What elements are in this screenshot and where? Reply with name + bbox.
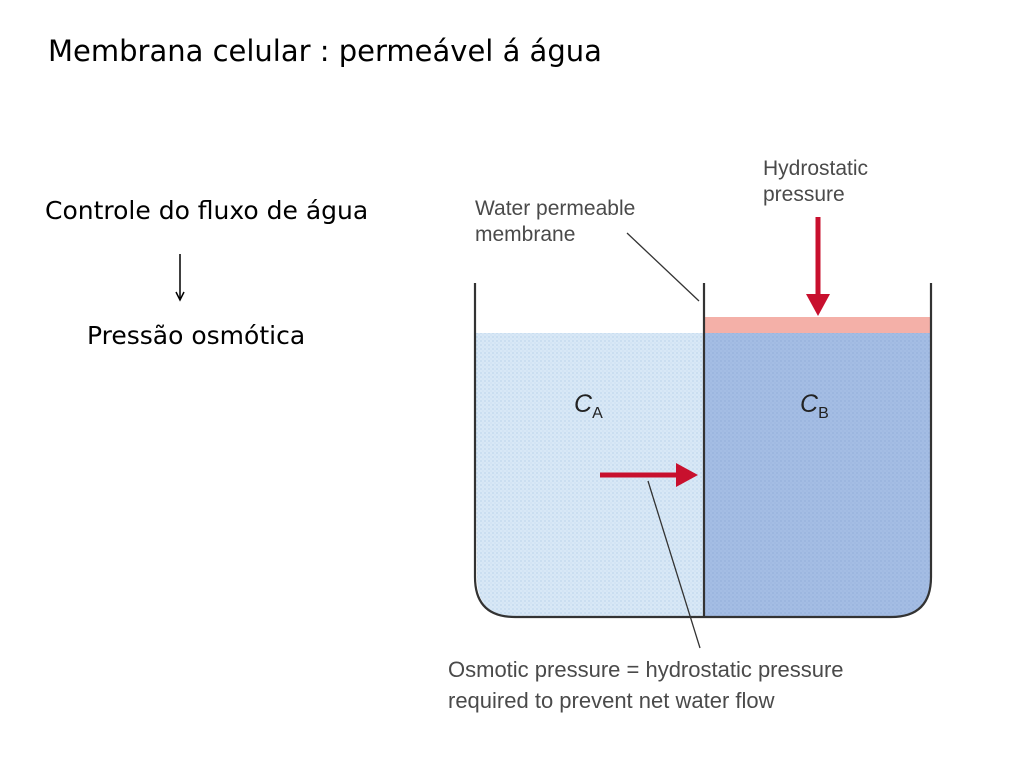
hydrostatic-label-line2: pressure bbox=[763, 183, 845, 206]
water-flow-control-label: Controle do fluxo de água bbox=[45, 196, 369, 225]
osmotic-pressure-label: Pressão osmótica bbox=[87, 321, 306, 350]
slide-title: Membrana celular : permeável á água bbox=[48, 34, 602, 68]
compartment-a-letter: C bbox=[574, 390, 593, 418]
compartment-b-solution bbox=[704, 333, 931, 617]
membrane-label-line2: membrane bbox=[475, 223, 575, 246]
osmosis-diagram: Water permeable membrane Hydrostatic pre… bbox=[448, 157, 933, 713]
membrane-label-line1: Water permeable bbox=[475, 197, 635, 220]
compartment-a-solution bbox=[475, 333, 704, 617]
caption-pointer-line bbox=[647, 480, 701, 649]
membrane-pointer-line bbox=[626, 232, 700, 302]
compartment-b-letter: C bbox=[800, 390, 819, 418]
compartment-b-subscript: B bbox=[818, 405, 829, 422]
down-arrow-icon bbox=[175, 254, 185, 302]
hydrostatic-label-line1: Hydrostatic bbox=[763, 157, 868, 180]
osmotic-pressure-arrow-icon bbox=[600, 463, 698, 487]
compartment-a-label: CA bbox=[574, 390, 603, 422]
caption-line2: required to prevent net water flow bbox=[448, 688, 775, 713]
caption-line1: Osmotic pressure = hydrostatic pressure bbox=[448, 657, 844, 682]
compartment-a-subscript: A bbox=[592, 405, 603, 422]
hydrostatic-column bbox=[704, 317, 931, 333]
compartment-b-label: CB bbox=[800, 390, 829, 422]
hydrostatic-pressure-arrow-icon bbox=[806, 217, 830, 316]
